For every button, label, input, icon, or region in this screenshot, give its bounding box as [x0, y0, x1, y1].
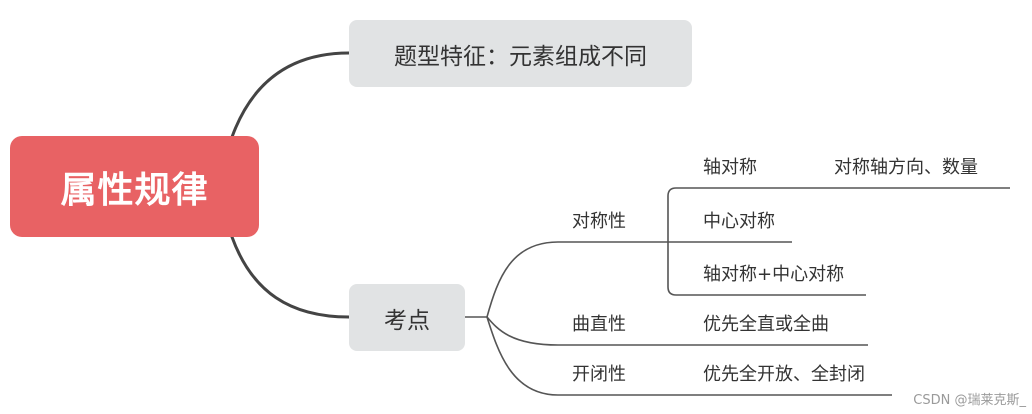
branch-label-kaodian: 考点 — [384, 307, 430, 334]
node-axis-and-center[interactable]: 轴对称+中心对称 — [703, 264, 845, 285]
edge-root-to-feature — [230, 51, 351, 139]
node-curvature-detail[interactable]: 优先全直或全曲 — [703, 314, 829, 335]
node-openclose-detail[interactable]: 优先全开放、全封闭 — [703, 364, 865, 385]
node-axis-symmetry[interactable]: 轴对称 — [703, 157, 757, 178]
watermark: CSDN @瑞莱克斯_ — [913, 393, 1026, 408]
node-center-symmetry[interactable]: 中心对称 — [703, 211, 775, 232]
root-label: 属性规律 — [60, 169, 209, 211]
edge-to-openclose — [486, 316, 892, 396]
edge-symmetry-bracket-lower — [667, 242, 866, 296]
node-symmetry[interactable]: 对称性 — [572, 211, 626, 232]
branch-node-kaodian[interactable]: 考点 — [349, 284, 465, 351]
edge-to-curvature — [486, 316, 868, 346]
edge-to-symmetry — [486, 241, 668, 318]
edge-symmetry-bracket — [667, 187, 1010, 242]
branch-label-feature: 题型特征：元素组成不同 — [394, 43, 647, 70]
node-curvature[interactable]: 曲直性 — [572, 314, 626, 335]
node-axis-detail[interactable]: 对称轴方向、数量 — [834, 157, 978, 178]
root-node[interactable]: 属性规律 — [10, 136, 259, 237]
edge-root-to-kaodian — [230, 235, 351, 319]
branch-node-feature[interactable]: 题型特征：元素组成不同 — [349, 20, 692, 87]
node-openclose[interactable]: 开闭性 — [572, 364, 626, 385]
